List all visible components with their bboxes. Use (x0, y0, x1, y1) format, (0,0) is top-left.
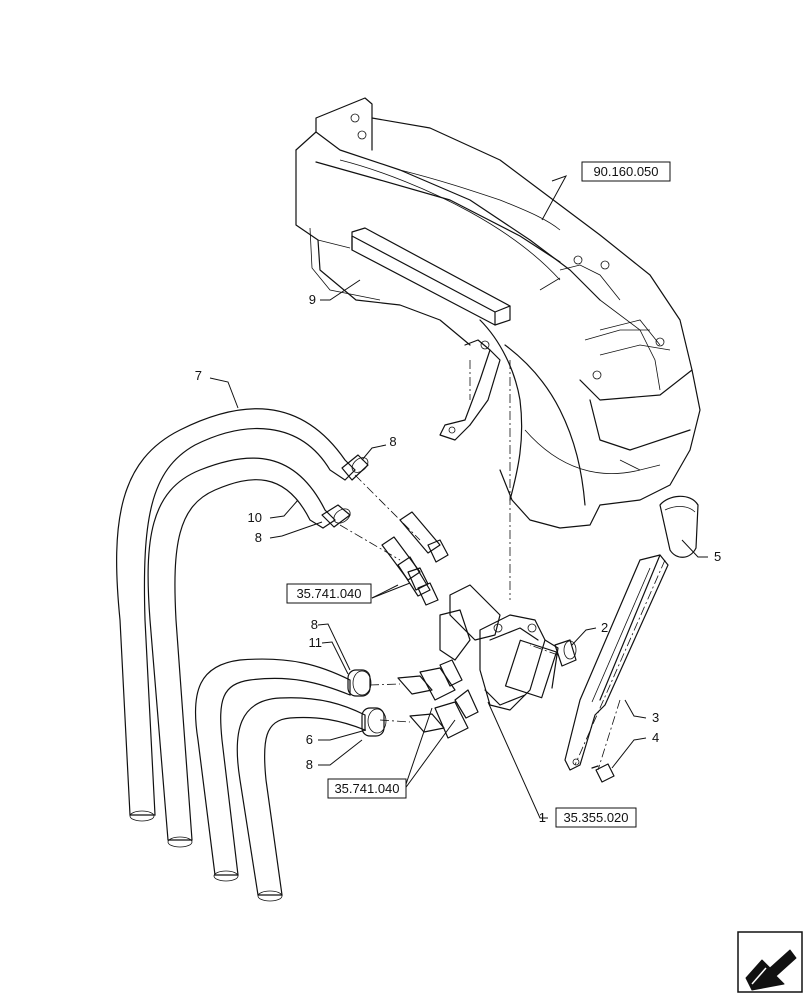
reference-box-valve[interactable]: 35.355.020 (555, 807, 637, 828)
part-4-screw (591, 763, 615, 783)
hose-6-inner (236, 697, 366, 902)
callout-9: 9 (309, 292, 316, 307)
leader-lines (209, 175, 708, 819)
hose-7-inner (147, 457, 336, 848)
reference-label: 35.355.020 (563, 810, 628, 825)
callout-3: 3 (652, 710, 659, 725)
callout-4: 4 (652, 730, 659, 745)
hose-end-fittings (321, 454, 387, 737)
reference-label: 90.160.050 (593, 164, 658, 179)
callout-7: 7 (195, 368, 202, 383)
quick-couplers-upper (381, 511, 449, 606)
hose-7-outer (116, 408, 356, 822)
next-page-arrow-icon[interactable] (737, 931, 803, 993)
part-3-control-lever (564, 554, 669, 771)
reference-box-cab[interactable]: 90.160.050 (581, 161, 671, 182)
reference-label: 35.741.040 (296, 586, 361, 601)
part-9-trim-bar (351, 227, 511, 326)
callout-1: 1 (539, 810, 546, 825)
part-2-bolt (554, 639, 577, 667)
callout-8: 8 (255, 530, 262, 545)
hose-6-outer (194, 658, 351, 882)
callout-8: 8 (306, 757, 313, 772)
callout-6: 6 (306, 732, 313, 747)
reference-label: 35.741.040 (334, 781, 399, 796)
callout-8: 8 (389, 434, 396, 449)
quick-couplers-lower (397, 659, 479, 739)
callout-5: 5 (714, 549, 721, 564)
cab-console-assembly (295, 97, 701, 529)
callout-10: 10 (248, 510, 262, 525)
part-1-control-valve (439, 584, 559, 711)
reference-box-couplers-upper[interactable]: 35.741.040 (286, 583, 372, 604)
callout-11: 11 (309, 635, 323, 650)
part-5-knob (659, 495, 699, 558)
reference-box-couplers-lower[interactable]: 35.741.040 (327, 778, 407, 799)
callout-2: 2 (601, 620, 608, 635)
callout-8: 8 (311, 617, 318, 632)
